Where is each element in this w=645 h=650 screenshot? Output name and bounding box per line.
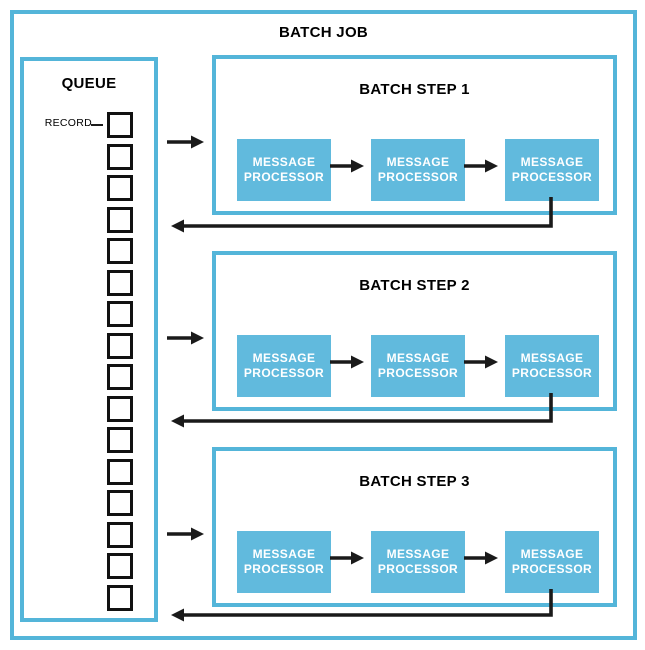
queue-record-slot bbox=[107, 238, 133, 264]
queue-container: QUEUE RECORD bbox=[20, 57, 158, 622]
queue-record-slot bbox=[107, 206, 133, 233]
message-processor: MESSAGE PROCESSOR bbox=[237, 335, 331, 397]
message-processor: MESSAGE PROCESSOR bbox=[371, 531, 465, 593]
batch-step-1-container: BATCH STEP 1 MESSAGE PROCESSOR MESSAGE P… bbox=[212, 55, 617, 215]
batch-step-1-title: BATCH STEP 1 bbox=[359, 81, 470, 98]
batch-step-3-container: BATCH STEP 3 MESSAGE PROCESSOR MESSAGE P… bbox=[212, 447, 617, 607]
message-processor: MESSAGE PROCESSOR bbox=[505, 531, 599, 593]
queue-record-slot bbox=[107, 364, 133, 390]
record-label: RECORD bbox=[44, 117, 92, 129]
queue-record-slot bbox=[107, 458, 133, 485]
queue-record-slot bbox=[107, 553, 133, 579]
queue-title: QUEUE bbox=[61, 75, 117, 92]
queue-record-slot bbox=[107, 301, 133, 327]
queue-record-slot bbox=[107, 395, 133, 422]
queue-record-slot bbox=[107, 332, 133, 359]
queue-record-slot bbox=[107, 427, 133, 453]
message-processor: MESSAGE PROCESSOR bbox=[237, 139, 331, 201]
queue-record-slot bbox=[107, 490, 133, 516]
queue-record-slot bbox=[107, 521, 133, 548]
batch-step-2-container: BATCH STEP 2 MESSAGE PROCESSOR MESSAGE P… bbox=[212, 251, 617, 411]
message-processor: MESSAGE PROCESSOR bbox=[237, 531, 331, 593]
queue-record-slot bbox=[107, 112, 133, 138]
batch-step-2-title: BATCH STEP 2 bbox=[359, 277, 470, 294]
batch-job-title: BATCH JOB bbox=[278, 24, 369, 41]
batch-step-3-title: BATCH STEP 3 bbox=[359, 473, 470, 490]
message-processor: MESSAGE PROCESSOR bbox=[371, 139, 465, 201]
queue-record-slot bbox=[107, 175, 133, 201]
message-processor: MESSAGE PROCESSOR bbox=[505, 335, 599, 397]
message-processor: MESSAGE PROCESSOR bbox=[505, 139, 599, 201]
message-processor: MESSAGE PROCESSOR bbox=[371, 335, 465, 397]
queue-record-slot bbox=[107, 584, 133, 611]
queue-record-slot bbox=[107, 269, 133, 296]
queue-record-slot bbox=[107, 143, 133, 170]
